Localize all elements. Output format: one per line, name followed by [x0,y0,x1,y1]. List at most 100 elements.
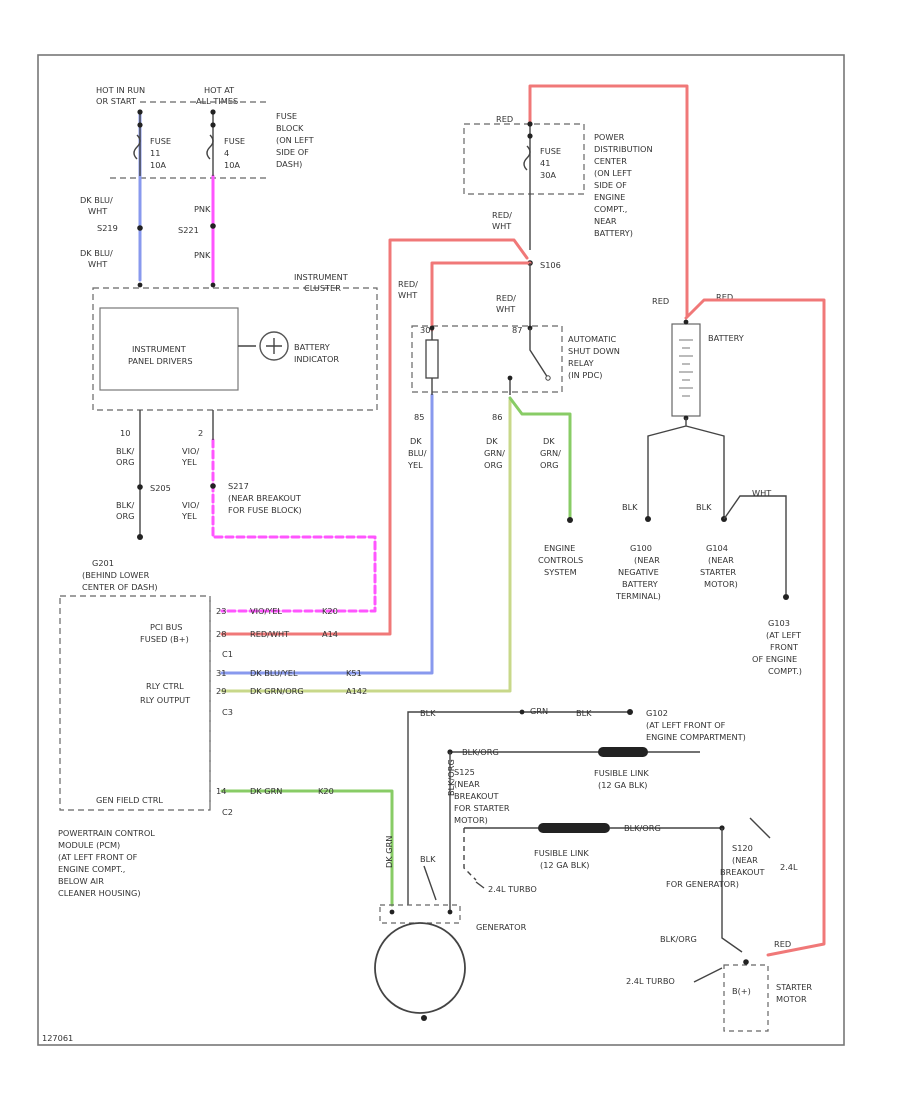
svg-text:30A: 30A [540,170,556,180]
svg-text:BATTERY): BATTERY) [594,228,633,238]
svg-text:FUSED (B+): FUSED (B+) [140,634,189,644]
svg-text:BLK: BLK [420,708,436,718]
pcm-pci-bus-label: PCI BUS [150,622,182,632]
svg-text:G201: G201 [92,558,114,568]
dk-grn-org-label-1: DK GRN/ ORG [484,436,505,470]
svg-text:OR START: OR START [96,96,137,106]
svg-text:SIDE OF: SIDE OF [594,180,627,190]
fusible-link-1-label: FUSIBLE LINK (12 GA BLK) [594,768,649,790]
svg-text:(NEAR BREAKOUT: (NEAR BREAKOUT [228,493,302,503]
svg-text:TERMINAL): TERMINAL) [615,591,661,601]
svg-text:29: 29 [216,686,226,696]
svg-text:10A: 10A [224,160,240,170]
svg-text:K20: K20 [322,606,338,616]
blk-org-label-fl2: BLK/ORG [624,823,661,833]
blk-org-label-2: BLK/ ORG [116,500,135,521]
wire-dk-grn-gen-field [220,789,394,907]
svg-text:YEL: YEL [181,511,197,521]
vio-yel-label-1: VIO/ YEL [181,446,199,467]
dk-grn-label-vertical: DK GRN [384,836,394,868]
svg-text:85: 85 [414,412,424,422]
svg-text:ENGINE: ENGINE [594,192,625,202]
svg-text:(NEAR: (NEAR [454,779,480,789]
svg-text:RED/: RED/ [492,210,512,220]
svg-text:ORG: ORG [116,511,134,521]
generator-label: GENERATOR [476,922,527,932]
asd-relay-box [411,325,563,393]
svg-text:ENGINE COMPARTMENT): ENGINE COMPARTMENT) [646,732,746,742]
svg-text:BLK/: BLK/ [116,500,135,510]
label-2-4l: 2.4L [780,862,798,872]
svg-text:POWER: POWER [594,132,625,142]
instrument-panel-drivers-box [99,307,239,391]
ground-g201-label: G201 (BEHIND LOWER CENTER OF DASH) [82,558,158,592]
svg-text:BATTERY: BATTERY [622,579,659,589]
svg-text:14: 14 [216,786,226,796]
instrument-panel-drivers-label: INSTRUMENT PANEL DRIVERS [128,344,193,366]
svg-text:G103: G103 [768,618,790,628]
svg-text:HOT IN RUN: HOT IN RUN [96,85,145,95]
svg-text:ORG: ORG [540,460,558,470]
svg-text:MODULE (PCM): MODULE (PCM) [58,840,120,850]
svg-text:WHT: WHT [398,290,418,300]
wire-label-dk-blu-yel: DK BLU/YEL [250,668,298,678]
svg-text:87: 87 [512,325,522,335]
blk-org-label-1: BLK/ ORG [116,446,135,467]
svg-text:(AT LEFT FRONT OF: (AT LEFT FRONT OF [646,720,726,730]
svg-text:GRN: GRN [530,706,548,716]
svg-text:CENTER: CENTER [594,156,627,166]
svg-text:YEL: YEL [181,457,197,467]
svg-text:RED: RED [716,292,733,302]
pnk-label-2: PNK [194,250,211,260]
svg-text:NEAR: NEAR [594,216,617,226]
wire-red-battery-starter [684,298,826,957]
svg-text:31: 31 [216,668,226,678]
svg-text:BREAKOUT: BREAKOUT [454,791,499,801]
red-wht-label-2: RED/ WHT [398,279,418,300]
battery-symbol [671,323,701,417]
wire-red-wht-relay-coil [430,261,532,332]
splice-s205: S205 [150,483,171,493]
wire-dk-grn-org-to-pcm [220,398,512,693]
svg-text:(ON LEFT: (ON LEFT [594,168,633,178]
svg-text:WHT: WHT [492,221,512,231]
svg-text:K51: K51 [346,668,362,678]
svg-text:(AT LEFT FRONT OF: (AT LEFT FRONT OF [58,852,138,862]
svg-text:FOR STARTER: FOR STARTER [454,803,510,813]
svg-text:ENGINE COMPT.,: ENGINE COMPT., [58,864,125,874]
s125-dashed-lead [463,828,477,881]
svg-text:G102: G102 [646,708,668,718]
svg-text:S217: S217 [228,481,249,491]
pnk-label-1: PNK [194,204,211,214]
instrument-cluster-box [92,287,378,411]
battery-indicator-label: BATTERY INDICATOR [294,342,339,364]
svg-text:VIO/: VIO/ [182,500,199,510]
battery-label: BATTERY [708,333,745,343]
splice-s217: S217 (NEAR BREAKOUT FOR FUSE BLOCK) [228,481,302,515]
red-label-starter: RED [774,939,791,949]
wire-label-dk-grn: DK GRN [250,786,282,796]
fuse-4-label: FUSE [224,136,245,146]
pcm-rly-output-label: RLY OUTPUT [140,695,191,705]
wire-dk-blu-yel-to-pcm [220,393,434,675]
ground-g103-label: G103 (AT LEFT FRONT OF ENGINE COMPT.) [752,618,802,676]
fuse-11-symbol [133,134,141,160]
wire-label-vio-yel: VIO/YEL [250,606,282,616]
fuse-41-symbol [523,145,531,171]
svg-text:GRN/: GRN/ [540,448,561,458]
svg-text:30: 30 [420,325,430,335]
ground-g102-label: G102 (AT LEFT FRONT OF ENGINE COMPARTMEN… [646,708,746,742]
wire-label-red-wht: RED/WHT [250,629,290,639]
pcm-box [59,595,211,811]
ground-g104-label: G104 (NEAR STARTER MOTOR) [700,543,738,589]
svg-text:BLK/: BLK/ [116,446,135,456]
svg-text:DASH): DASH) [276,159,302,169]
dk-blu-wht-label-2: DK BLU/ WHT [80,248,113,269]
starter-b-plus-label: B(+) [732,986,751,996]
svg-text:DISTRIBUTION: DISTRIBUTION [594,144,653,154]
svg-text:RED: RED [496,114,513,124]
svg-text:STARTER: STARTER [700,567,736,577]
svg-text:VIO/: VIO/ [182,446,199,456]
wire-label-dk-grn-org: DK GRN/ORG [250,686,304,696]
